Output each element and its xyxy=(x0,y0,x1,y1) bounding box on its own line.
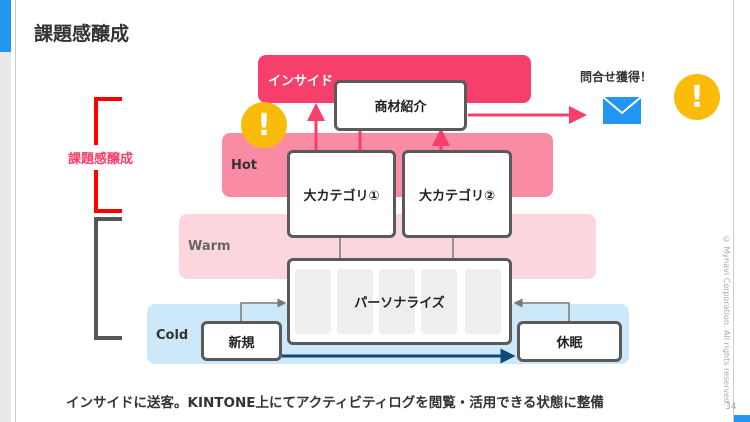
warm-label: Warm xyxy=(188,239,231,254)
page-number: 34 xyxy=(725,402,737,412)
page-title: 課題感醸成 xyxy=(34,23,130,45)
category1-box: 大カテゴリ① xyxy=(287,150,396,238)
footer-text: インサイドに送客。KINTONE上にてアクティビティログを閲覧・活用できる状態に… xyxy=(66,395,604,411)
inquiry-label: 問合せ獲得！ xyxy=(580,70,653,84)
personalize-label: パーソナライズ xyxy=(354,296,445,311)
personalize-box: パーソナライズ xyxy=(287,258,512,345)
dormant-box: 休眠 xyxy=(517,321,622,362)
bracket-gray xyxy=(94,217,122,340)
category2-box: 大カテゴリ② xyxy=(402,150,512,238)
right-divider xyxy=(733,0,734,422)
right-marker xyxy=(734,415,750,422)
bracket-label: 課題感醸成 xyxy=(68,152,134,167)
bracket-red xyxy=(94,97,122,213)
copyright: © Mynavi Corporation. All rights reserve… xyxy=(722,235,731,406)
warning-icon: ! xyxy=(241,102,287,148)
sidebar-strip xyxy=(0,0,11,422)
cold-label: Cold xyxy=(156,328,189,343)
sidebar-active-marker xyxy=(0,0,11,52)
new-box: 新規 xyxy=(201,321,282,361)
hot-label: Hot xyxy=(231,158,258,173)
warning-icon: ! xyxy=(674,74,720,120)
mail-icon xyxy=(602,96,642,124)
left-divider xyxy=(15,0,16,422)
insight-label: インサイド xyxy=(268,74,334,89)
product-intro-box: 商材紹介 xyxy=(334,80,467,131)
